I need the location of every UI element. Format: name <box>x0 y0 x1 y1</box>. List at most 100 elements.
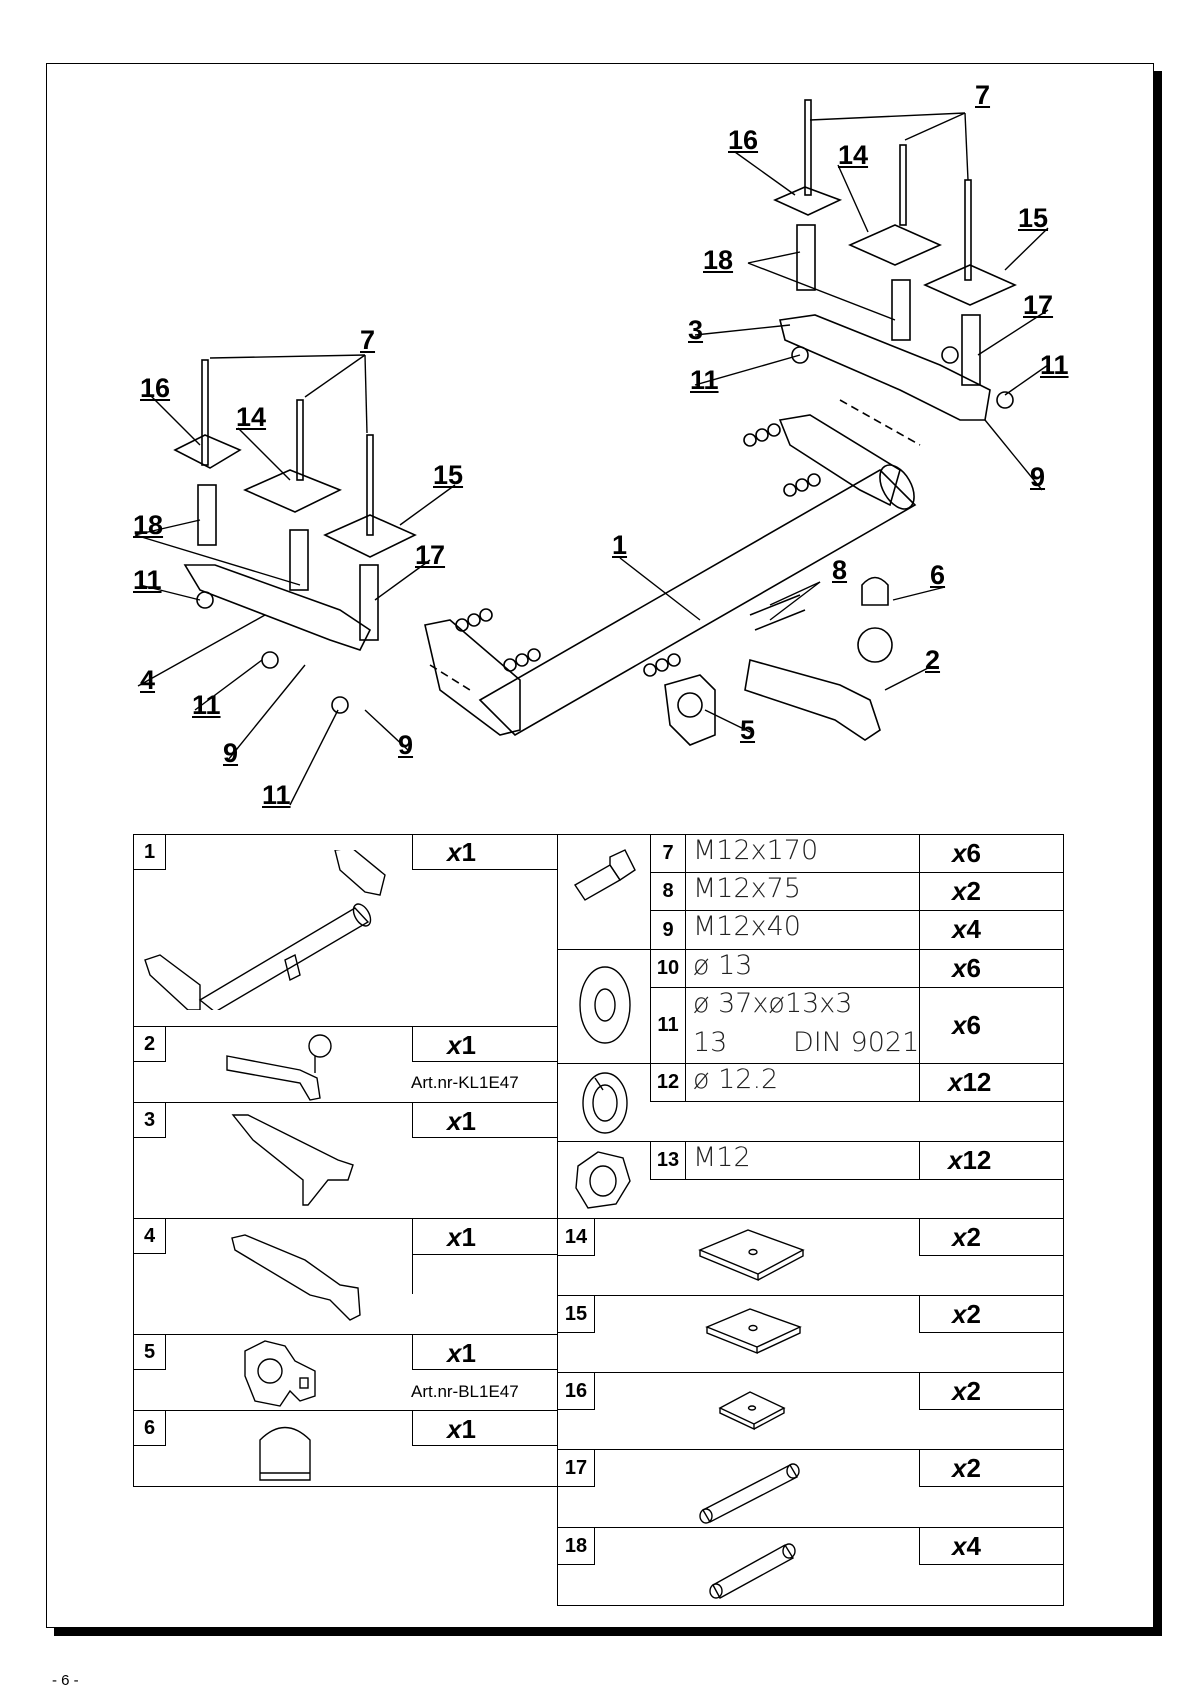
qty-box <box>919 1295 1064 1333</box>
callout: 16 <box>140 373 171 403</box>
part-number: 12 <box>650 1063 686 1102</box>
spring-washer-image <box>582 1072 628 1134</box>
qty-box <box>919 1218 1064 1256</box>
callout: 11 <box>133 565 162 595</box>
spec-cell <box>685 1141 920 1180</box>
part-qty: x4 <box>952 914 981 944</box>
callout: 7 <box>975 80 991 110</box>
qty-cell <box>919 834 1064 873</box>
callout: 11 <box>1040 350 1069 380</box>
callout: 8 <box>832 555 848 585</box>
page-number: - 6 - <box>52 1672 79 1689</box>
washer-image <box>579 966 631 1044</box>
part-qty: x1 <box>447 1030 476 1060</box>
callout: 4 <box>140 665 156 695</box>
part-3-image <box>231 1114 354 1206</box>
part-spec: M12x75 <box>693 873 801 904</box>
part-qty: x2 <box>952 1299 981 1329</box>
qty-box <box>919 1449 1064 1487</box>
callout: 3 <box>688 315 704 345</box>
part-number: 13 <box>650 1141 686 1180</box>
part-number: 6 <box>133 1410 166 1446</box>
callout: 15 <box>1018 203 1049 233</box>
part-qty: x2 <box>952 1453 981 1483</box>
part-qty: x6 <box>952 838 981 868</box>
qty-box <box>412 834 558 870</box>
part-number: 5 <box>133 1334 166 1370</box>
part-4-image <box>231 1234 361 1321</box>
part-qty: x12 <box>948 1145 992 1175</box>
qty-box <box>919 1372 1064 1410</box>
part-number: 3 <box>133 1102 166 1138</box>
part-qty: x6 <box>952 953 981 983</box>
nut-image <box>575 1151 631 1209</box>
part-number: 2 <box>133 1026 166 1062</box>
callout: 11 <box>690 365 719 395</box>
callout: 14 <box>838 140 869 170</box>
part-number: 7 <box>650 834 686 873</box>
part-6-image <box>259 1426 311 1481</box>
part-spec-line2: 13 <box>693 1027 728 1058</box>
article-number: Art.nr-KL1E47 <box>411 1073 519 1092</box>
qty-divider <box>412 1254 558 1255</box>
part-number: 8 <box>650 872 686 911</box>
part-1-image <box>144 850 386 1010</box>
qty-cell <box>919 1063 1064 1102</box>
callout: 2 <box>925 645 941 675</box>
callout: 14 <box>236 402 267 432</box>
spec-cell <box>685 834 920 873</box>
part-qty: x1 <box>447 1414 476 1444</box>
part-qty: x2 <box>952 876 981 906</box>
part-number: 17 <box>557 1449 595 1487</box>
callout: 1 <box>612 530 628 560</box>
part-17-image <box>699 1463 800 1524</box>
spec-cell <box>685 1063 920 1102</box>
callout: 17 <box>415 540 446 570</box>
callout: 17 <box>1023 290 1054 320</box>
qty-box <box>412 1026 558 1062</box>
qty-box <box>412 1334 558 1370</box>
part-number: 4 <box>133 1218 166 1254</box>
part-spec: M12x40 <box>693 911 801 942</box>
part-number: 1 <box>133 834 166 870</box>
callout: 18 <box>703 245 734 275</box>
spec-cell <box>685 987 920 1064</box>
article-number: Art.nr-BL1E47 <box>411 1382 519 1401</box>
callout: 15 <box>433 460 464 490</box>
callout: 7 <box>360 325 376 355</box>
qty-cell <box>919 987 1064 1064</box>
part-spec: ø 37xø13x3 <box>693 988 853 1019</box>
part-18-image <box>709 1543 796 1599</box>
part-spec: ø 13 <box>693 950 753 981</box>
callout: 5 <box>740 715 756 745</box>
qty-cell <box>919 872 1064 911</box>
part-number: 11 <box>650 987 686 1064</box>
part-number: 18 <box>557 1527 595 1565</box>
part-5-image <box>244 1340 316 1407</box>
part-number: 16 <box>557 1372 595 1410</box>
callout: 9 <box>1030 462 1046 492</box>
part-qty: x6 <box>952 1010 981 1040</box>
callout: 18 <box>133 510 164 540</box>
qty-cell <box>919 949 1064 988</box>
part-spec: ø 12.2 <box>693 1064 779 1095</box>
part-spec: M12x170 <box>693 835 819 866</box>
callout: 9 <box>398 730 414 760</box>
part-qty: x12 <box>948 1067 992 1097</box>
callout: 9 <box>223 738 239 768</box>
qty-cell <box>919 1141 1064 1180</box>
callout: 11 <box>192 690 221 720</box>
part-qty: x1 <box>447 1338 476 1368</box>
washer-group-cell <box>557 949 651 1064</box>
part-number: 10 <box>650 949 686 988</box>
part-qty: x2 <box>952 1222 981 1252</box>
callout: 16 <box>728 125 759 155</box>
part-number: 15 <box>557 1295 595 1333</box>
part-number: 9 <box>650 910 686 950</box>
part-spec: M12 <box>693 1142 751 1173</box>
bolt-group-cell <box>557 834 651 950</box>
part-qty: x2 <box>952 1376 981 1406</box>
part-spec-standard: DIN 9021 <box>793 1027 920 1058</box>
qty-box <box>919 1527 1064 1565</box>
part-qty: x1 <box>447 1222 476 1252</box>
